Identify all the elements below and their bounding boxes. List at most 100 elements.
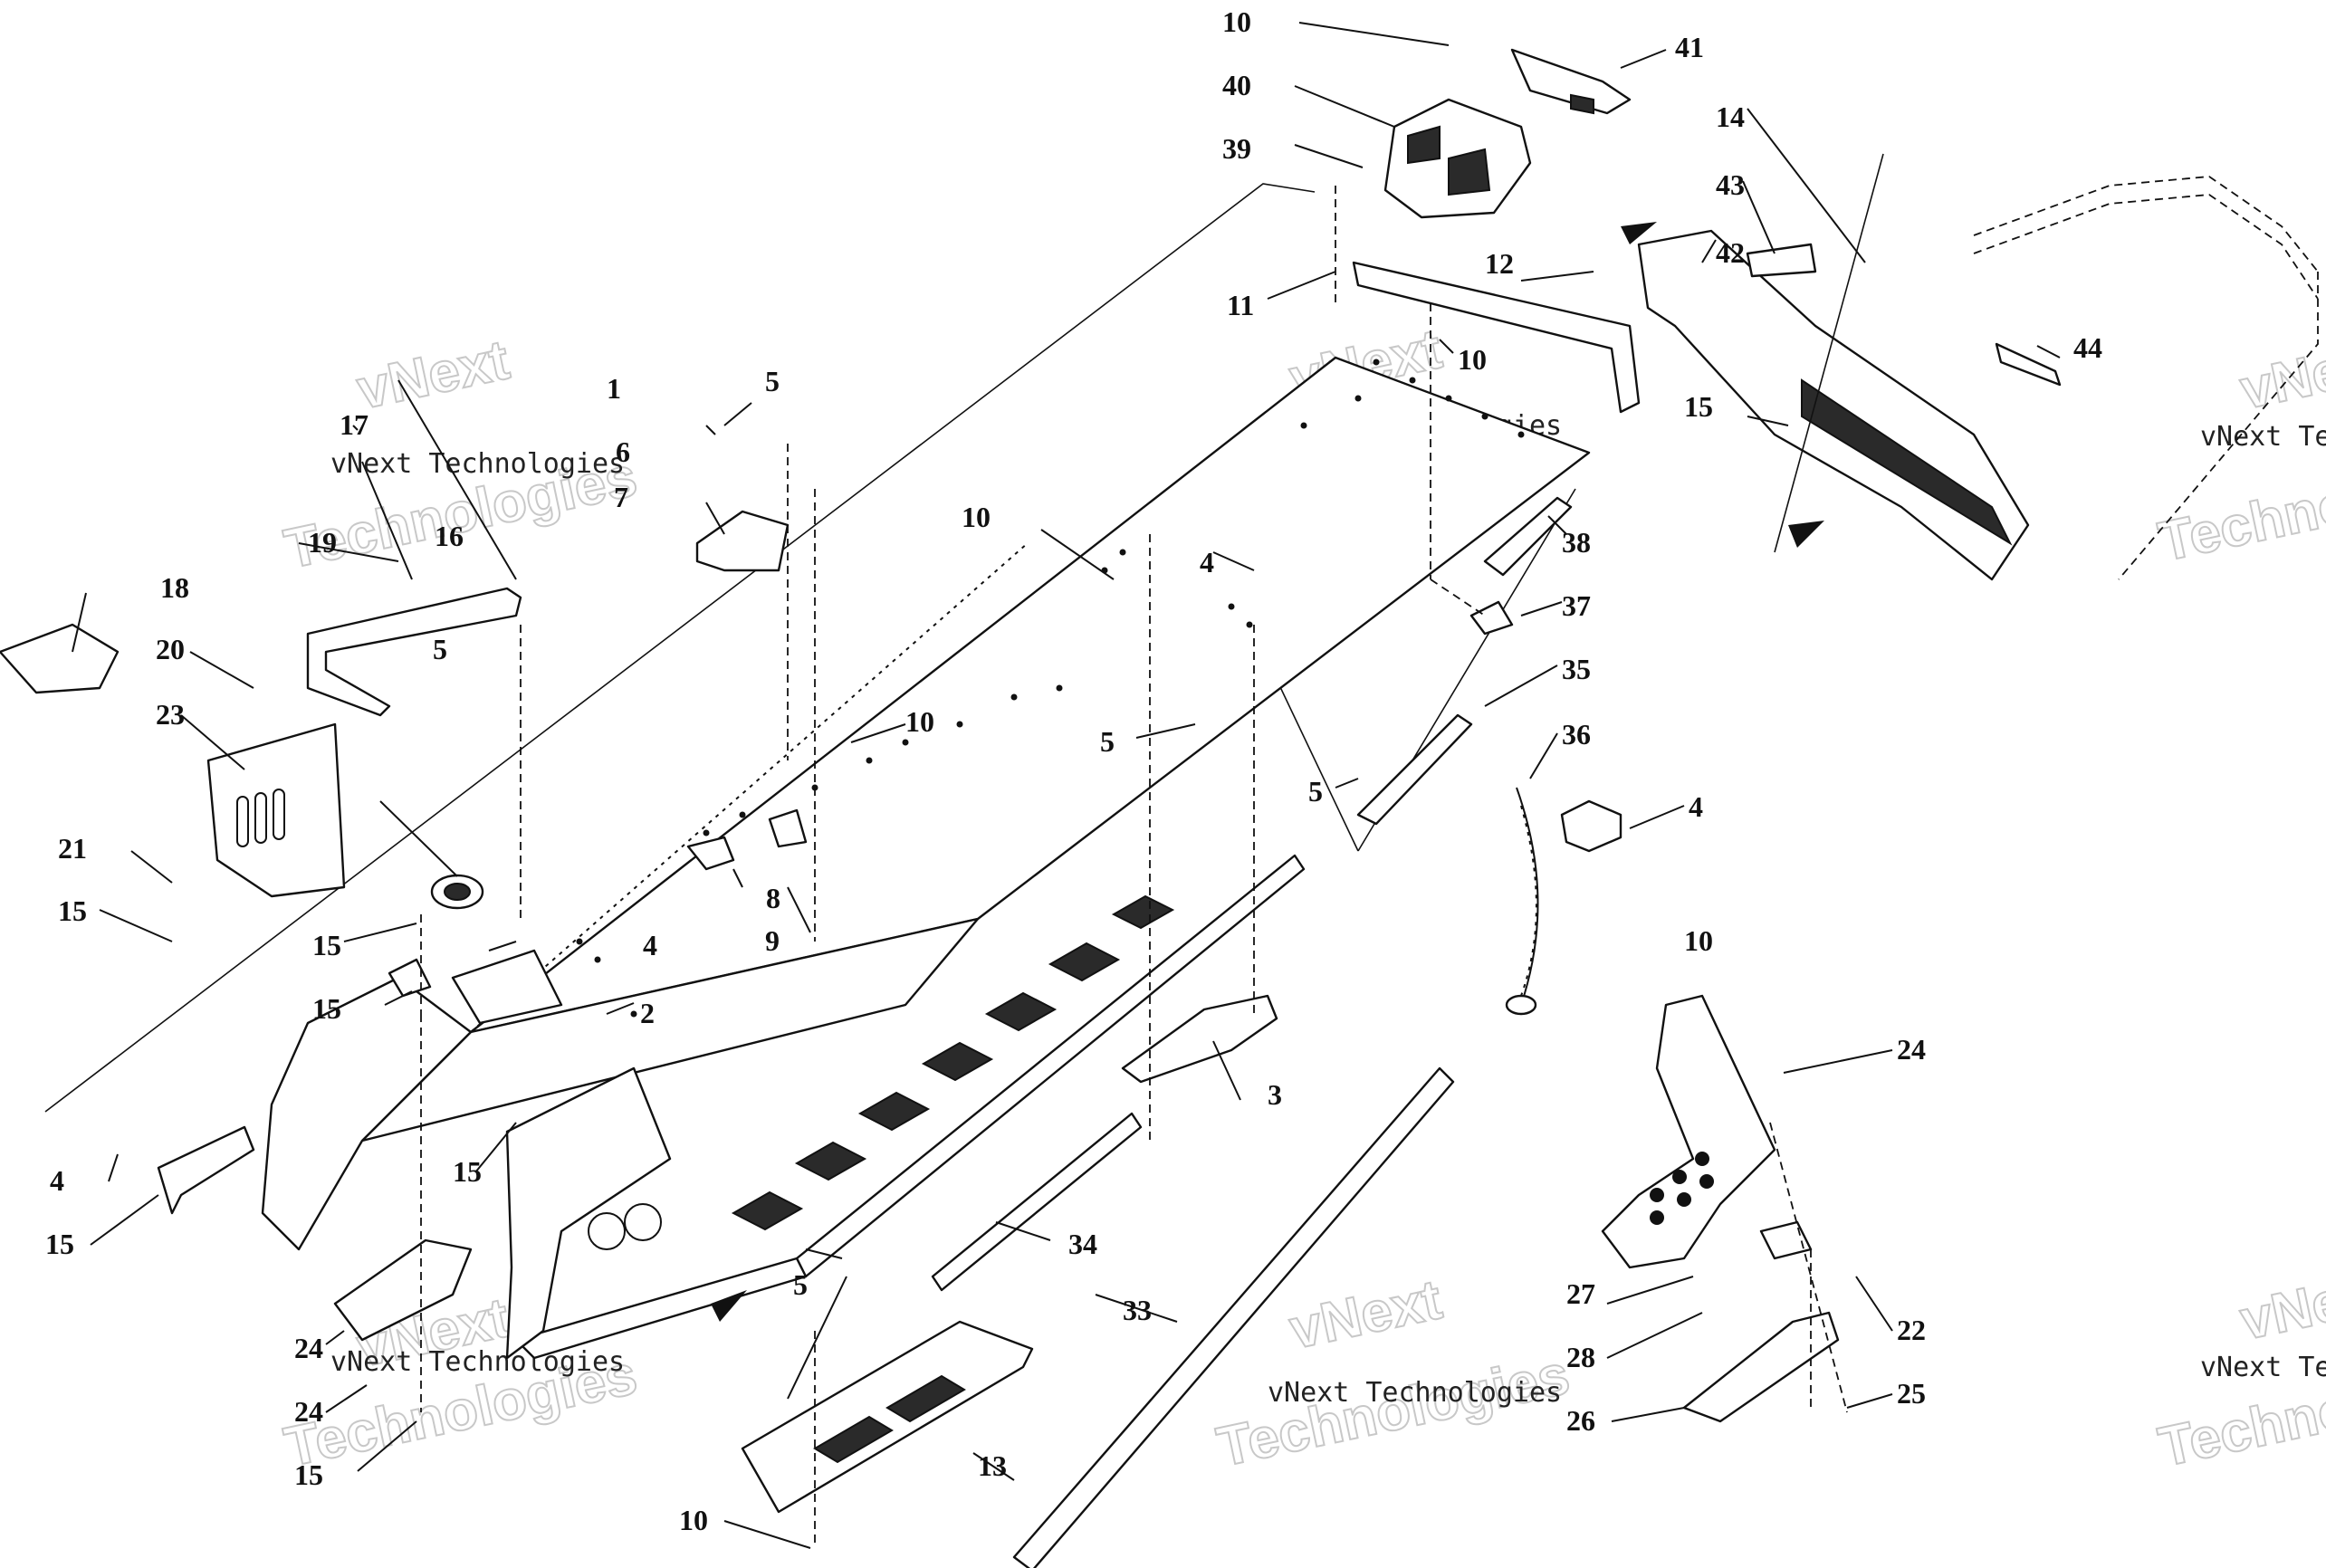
bracket-18 (157, 1125, 255, 1215)
callout-10-mid: 10 (905, 705, 934, 738)
rear-chassis-left (261, 976, 672, 1360)
callout-5-center: 5 (1100, 725, 1115, 758)
callout-20: 16 (435, 520, 464, 552)
callout-10: 10 (1222, 5, 1251, 38)
toe-hold-plate (741, 1320, 1034, 1514)
callout-29: 26 (1566, 1404, 1595, 1437)
callout-4-right: 4 (1689, 790, 1703, 823)
callout-41: 42 (1716, 236, 1745, 269)
watermark-big-top-6: vNext (2235, 1259, 2326, 1353)
callout-labels: 10 40 39 41 14 43 42 12 11 10 15 44 38 3… (45, 5, 2102, 1536)
callout-7: 7 (614, 481, 628, 513)
callout-27: 24 (294, 1332, 323, 1364)
callout-10-top: 10 (1458, 343, 1487, 376)
clip-24-right (1759, 1220, 1813, 1260)
tunnel-rivets (540, 359, 1525, 1018)
callout-18: 15 (45, 1228, 74, 1260)
running-board (514, 854, 1306, 1360)
left-rail-rivet-row (470, 542, 1029, 1033)
callout-5-top: 5 (765, 365, 780, 397)
callout-33: 34 (1068, 1228, 1097, 1260)
callout-37: 38 (1562, 526, 1591, 559)
callout-24-right: 22 (1897, 1314, 1926, 1346)
clip-16 (388, 958, 432, 998)
bracket-13 (1352, 261, 1641, 414)
callout-15-bottom: 15 (294, 1458, 323, 1491)
bracket-40 (1510, 48, 1632, 115)
watermark-big-top-4: vNext (1285, 1268, 1448, 1362)
bracket-7 (695, 510, 790, 572)
callout-23: 19 (308, 526, 337, 559)
callout-14: 13 (978, 1449, 1007, 1482)
decal-42 (1746, 243, 1817, 278)
mount-9 (768, 808, 808, 848)
callout-15-left: 15 (312, 929, 341, 961)
callout-4-center: 4 (1200, 546, 1214, 578)
callout-10-mid-right: 10 (1684, 924, 1713, 957)
callout-12: 11 (1227, 289, 1254, 321)
watermark-line-6: vNext Technologies (2200, 1352, 2326, 1383)
callout-36: 37 (1562, 589, 1591, 622)
mount-8 (686, 836, 735, 871)
watermark-line-4: vNext Technologies (1268, 1377, 1562, 1409)
bracket-3 (1121, 994, 1278, 1084)
watermark-big-top-1: vNext (352, 329, 515, 422)
callout-5-right: 5 (1308, 775, 1323, 808)
callout-8: 8 (766, 882, 780, 914)
callout-17: 15 (453, 1155, 482, 1188)
callout-3: 3 (1268, 1078, 1282, 1111)
direction-arrows (711, 222, 1824, 1322)
callout-11: 10 (962, 501, 991, 533)
callout-42: 43 (1716, 168, 1745, 201)
callout-6: 6 (616, 435, 630, 468)
callout-43: 44 (2073, 331, 2102, 364)
plate-30 (1601, 994, 1776, 1269)
callout-40: 41 (1675, 31, 1704, 63)
step-plate-27 (333, 1238, 473, 1342)
callout-5-bottom: 5 (793, 1268, 808, 1301)
handle-bracket-20 (306, 587, 522, 717)
callout-35: 36 (1562, 718, 1591, 751)
callout-38: 39 (1222, 132, 1251, 165)
callout-31: 28 (1566, 1341, 1595, 1373)
grab-bar-outline-3 (2118, 272, 2319, 580)
grab-bar-outline-1 (1973, 176, 2319, 272)
callout-9: 9 (765, 924, 780, 957)
watermark-big-bottom-4: Technologies (1212, 1343, 1575, 1479)
watermark-line-1: vNext Technologies (330, 448, 625, 480)
seat-rear-assembly (1383, 48, 1632, 219)
callout-10-bottom: 10 (679, 1504, 708, 1536)
rear-bumper-assembly (1637, 153, 2319, 581)
callout-4-left: 4 (50, 1164, 64, 1197)
track-rail-long (1012, 1066, 1455, 1568)
bumper-axis-line (1774, 153, 1884, 553)
rear-chassis-plate (505, 1066, 672, 1360)
callout-28: 24 (294, 1395, 323, 1428)
watermark-big-bottom-3: Technologies (2154, 438, 2326, 574)
slide-rail-33 (931, 1112, 1143, 1292)
toe-hold-cutouts (813, 1374, 966, 1464)
assembly-lines (420, 186, 1848, 1548)
watermark-line-3: vNext Technologies (2200, 421, 2326, 453)
callout-5-left: 5 (433, 633, 447, 665)
callout-15-right: 15 (1684, 390, 1713, 423)
callout-13: 12 (1485, 247, 1514, 280)
step-29 (1682, 1311, 1840, 1423)
bracket-2 (451, 949, 563, 1025)
callout-16: 15 (312, 992, 341, 1025)
callout-19: 15 (58, 894, 87, 927)
bracket-34 (1356, 713, 1473, 826)
callout-28-right: 25 (1897, 1377, 1926, 1410)
decal-43 (1995, 342, 2062, 387)
strap-35 (1505, 787, 1539, 1016)
callout-30: 27 (1566, 1277, 1595, 1310)
callout-34: 35 (1562, 653, 1591, 685)
bracket-4-right (1560, 799, 1622, 853)
running-board-lattice (731, 894, 1175, 1231)
clip-36 (1469, 600, 1514, 636)
callout-2: 2 (640, 997, 655, 1029)
callout-24-left: 21 (58, 832, 87, 865)
watermark-big-top-3: vNext (2235, 329, 2326, 422)
callout-39: 40 (1222, 69, 1251, 101)
